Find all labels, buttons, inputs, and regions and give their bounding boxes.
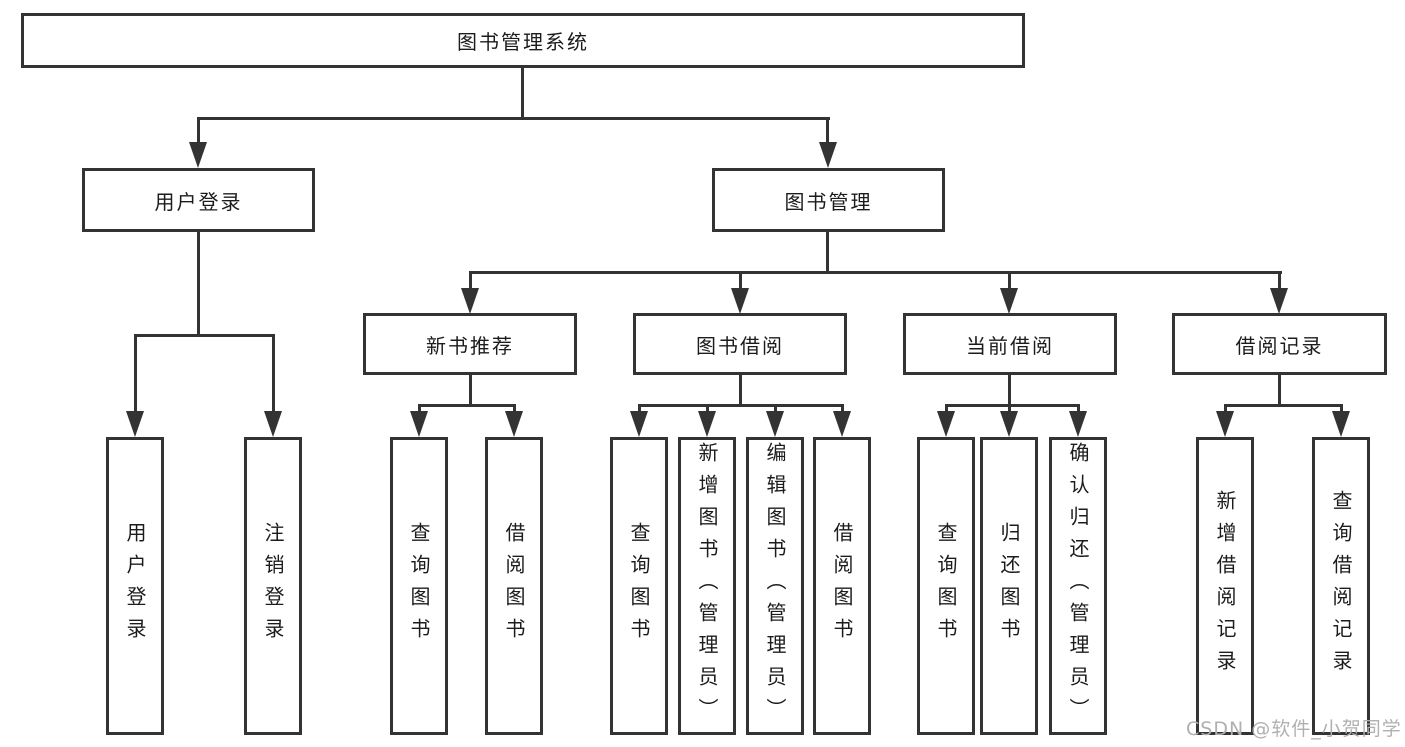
connector-drop-book-management	[826, 117, 829, 145]
arrow-down-icon	[410, 411, 428, 437]
leaf-bb-borrow-book: 借阅图书	[813, 437, 871, 735]
connector-drop-borrow-records	[1278, 271, 1281, 291]
connector-drop-bb-borrow	[841, 404, 844, 416]
connector-drop-leaf-logout	[272, 334, 275, 414]
node-borrow-records: 借阅记录	[1172, 313, 1387, 375]
leaf-cb-query-book: 查询图书	[917, 437, 975, 735]
arrow-down-icon	[819, 142, 837, 168]
connector-current-borrow-stem	[1008, 375, 1011, 407]
node-book-management: 图书管理	[712, 168, 945, 232]
connector-drop-cb-confirm	[1077, 404, 1080, 416]
leaf-bb-query-book: 查询图书	[610, 437, 668, 735]
connector-drop-current-borrow	[1008, 271, 1011, 291]
connector-book-management-stem	[826, 232, 829, 274]
node-user-login-label: 用户登录	[154, 189, 243, 214]
connector-drop-bb-edit	[774, 404, 777, 416]
arrow-down-icon	[1069, 411, 1087, 437]
connector-drop-bb-add	[706, 404, 709, 416]
connector-root-stem	[521, 66, 524, 120]
connector-drop-new-book	[469, 271, 472, 291]
connector-borrow-records-rail	[1224, 404, 1343, 407]
node-root: 图书管理系统	[21, 13, 1025, 68]
leaf-cb-return-book-label: 归还图书	[997, 522, 1021, 650]
leaf-cb-return-book: 归还图书	[980, 437, 1038, 735]
arrow-down-icon	[937, 411, 955, 437]
connector-drop-nb-borrow	[513, 404, 516, 416]
connector-current-borrow-rail	[945, 404, 1080, 407]
connector-drop-user-login	[197, 117, 200, 145]
node-user-login: 用户登录	[82, 168, 315, 232]
node-borrow-records-label: 借阅记录	[1235, 333, 1324, 358]
connector-borrow-records-stem	[1278, 375, 1281, 407]
connector-drop-nb-query	[418, 404, 421, 416]
leaf-bb-add-book: 新增图书（管理员）	[678, 437, 736, 735]
arrow-down-icon	[1000, 411, 1018, 437]
leaf-cb-confirm-return: 确认归还（管理员）	[1049, 437, 1107, 735]
connector-drop-book-borrow	[739, 271, 742, 291]
node-current-borrow-label: 当前借阅	[966, 333, 1054, 358]
leaf-nb-borrow-book-label: 借阅图书	[502, 522, 526, 650]
leaf-bb-borrow-book-label: 借阅图书	[830, 522, 854, 650]
leaf-user-login: 用户登录	[106, 437, 164, 735]
leaf-br-query-record: 查询借阅记录	[1312, 437, 1370, 735]
leaf-br-query-record-label: 查询借阅记录	[1329, 490, 1353, 682]
connector-drop-leaf-user-login	[134, 334, 137, 414]
arrow-down-icon	[189, 142, 207, 168]
connector-new-book-rail	[418, 404, 516, 407]
arrow-down-icon	[264, 411, 282, 437]
leaf-cb-query-book-label: 查询图书	[934, 522, 958, 650]
arrow-down-icon	[461, 288, 479, 314]
arrow-down-icon	[1270, 288, 1288, 314]
arrow-down-icon	[766, 411, 784, 437]
connector-level3-rail	[469, 271, 1282, 274]
leaf-user-login-label: 用户登录	[123, 522, 147, 650]
connector-book-borrow-rail	[638, 404, 844, 407]
connector-drop-bb-query	[638, 404, 641, 416]
connector-drop-cb-return	[1008, 404, 1011, 416]
watermark-text: CSDN @软件_小贺同学	[1186, 718, 1402, 740]
connector-drop-cb-query	[945, 404, 948, 416]
connector-level2-rail	[197, 117, 830, 120]
node-current-borrow: 当前借阅	[903, 313, 1117, 375]
node-root-label: 图书管理系统	[457, 30, 589, 54]
leaf-br-add-record-label: 新增借阅记录	[1213, 490, 1237, 682]
node-new-book-recommend-label: 新书推荐	[426, 333, 514, 358]
arrow-down-icon	[698, 411, 716, 437]
node-book-management-label: 图书管理	[784, 189, 873, 214]
connector-drop-br-query	[1340, 404, 1343, 416]
leaf-bb-edit-book: 编辑图书（管理员）	[746, 437, 804, 735]
connector-user-login-stem	[197, 232, 200, 337]
leaf-cb-confirm-return-label: 确认归还（管理员）	[1066, 442, 1090, 730]
arrow-down-icon	[731, 288, 749, 314]
arrow-down-icon	[1332, 411, 1350, 437]
leaf-nb-query-book: 查询图书	[390, 437, 448, 735]
leaf-bb-edit-book-label: 编辑图书（管理员）	[763, 442, 787, 730]
connector-new-book-stem	[469, 375, 472, 407]
arrow-down-icon	[630, 411, 648, 437]
leaf-nb-borrow-book: 借阅图书	[485, 437, 543, 735]
leaf-nb-query-book-label: 查询图书	[407, 522, 431, 650]
leaf-logout: 注销登录	[244, 437, 302, 735]
leaf-bb-add-book-label: 新增图书（管理员）	[695, 442, 719, 730]
arrow-down-icon	[505, 411, 523, 437]
node-book-borrow: 图书借阅	[633, 313, 847, 375]
node-new-book-recommend: 新书推荐	[363, 313, 577, 375]
arrow-down-icon	[1216, 411, 1234, 437]
leaf-logout-label: 注销登录	[261, 522, 285, 650]
node-book-borrow-label: 图书借阅	[696, 333, 784, 358]
connector-user-login-rail	[134, 334, 275, 337]
connector-book-borrow-stem	[739, 375, 742, 407]
arrow-down-icon	[833, 411, 851, 437]
leaf-br-add-record: 新增借阅记录	[1196, 437, 1254, 735]
arrow-down-icon	[1000, 288, 1018, 314]
leaf-bb-query-book-label: 查询图书	[627, 522, 651, 650]
connector-drop-br-add	[1224, 404, 1227, 416]
arrow-down-icon	[126, 411, 144, 437]
